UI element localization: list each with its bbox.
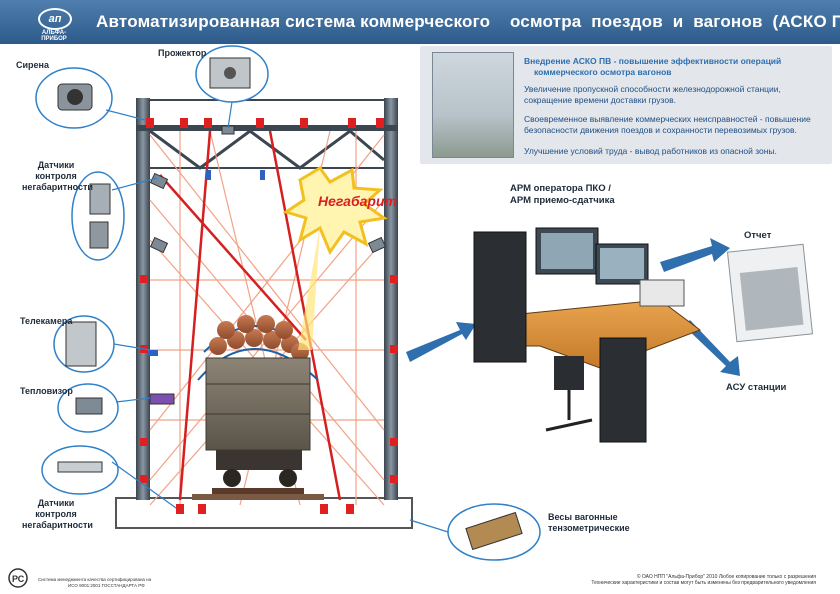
label-line: АРМ приемо-сдатчика [510,195,615,206]
logo-text: АЛЬФА-ПРИБОР [41,30,67,42]
footer-line: ИСО 9001:2001 ГОССТАНДАРТА РФ [68,583,145,588]
freight-wagon [192,315,324,500]
label-sensors-top: Датчики контроля негабаритности [22,160,93,193]
label-camera: Телекамера [20,316,73,326]
workstation [473,227,702,443]
label-line: контроля [35,509,77,519]
blue-sensors [148,170,265,356]
label-line: тензометрические [548,523,630,533]
footer-line: Система менеджмента качества сертифициро… [38,577,152,582]
info-paragraph-1: Увеличение пропускной способности железн… [524,84,824,106]
label-workstation: АРМ оператора ПКО / АРМ приемо-сдатчика [510,183,615,207]
sensor-icon [89,183,111,249]
label-line: Датчики [37,498,75,508]
label-report: Отчет [744,230,772,241]
info-line: Увеличение пропускной способности железн… [524,84,781,94]
label-siren: Сирена [16,60,49,70]
info-heading: Внедрение АСКО ПВ - повышение эффективно… [524,56,824,78]
gantry-cameras [149,125,387,405]
label-line: Весы вагонные [548,512,618,522]
floor-sensor-icon [57,461,103,473]
label-line: негабаритности [22,520,93,530]
label-line: Датчики [37,160,75,170]
thermal-imager-icon [75,397,103,415]
label-line: АРМ оператора ПКО / [510,183,611,194]
scales-icon [465,511,523,551]
info-paragraph-3: Улучшение условий труда - вывод работник… [524,146,777,156]
info-line: безопасности движения поездов и сохранно… [524,125,797,135]
sensor-blocks [140,118,398,514]
label-scales: Весы вагонные тензометрические [548,512,630,534]
callout-connectors [105,101,449,533]
label-line: контроля [35,171,77,181]
label-sensors-bottom: Датчики контроля негабаритности [22,498,93,531]
label-station-asu: АСУ станции [726,382,787,393]
info-paragraph-2: Своевременное выявление коммерческих неи… [524,114,824,136]
page-title: Автоматизированная система коммерческого… [96,12,840,31]
footer-line: © ОАО НПП "Альфа-Прибор" 2010 Любое копи… [636,574,816,580]
footer-line: Технические характеристики и состав могу… [591,580,816,586]
siren-icon [57,83,93,111]
info-line: сокращение времени доставки грузов. [524,95,676,105]
flow-arrows [406,238,740,376]
label-thermal: Тепловизор [20,386,73,396]
projector-icon [209,57,251,89]
footer-certification: Система менеджмента качества сертифициро… [38,577,151,589]
report-icon [726,243,814,343]
svg-text:РС: РС [12,574,25,584]
info-heading-line: коммерческого осмотра вагонов [534,67,672,77]
label-negabarit: Негабарит [318,193,397,209]
certification-logo-icon: РС [8,568,28,588]
company-logo: ап АЛЬФА-ПРИБОР [34,6,74,42]
label-line: негабаритности [22,182,93,192]
footer-copyright: © ОАО НПП "Альфа-Прибор" 2010 Любое копи… [586,574,816,586]
gantry-photo [432,52,514,158]
logo-mark: ап [38,8,72,30]
info-line: Своевременное выявление коммерческих неи… [524,114,811,124]
warning-star-icon [282,166,388,350]
info-heading-line: Внедрение АСКО ПВ - повышение эффективно… [524,56,782,66]
header-bar: ап АЛЬФА-ПРИБОР Автоматизированная систе… [0,0,840,44]
label-projector: Прожектор [158,48,207,58]
camera-icon [65,321,97,367]
